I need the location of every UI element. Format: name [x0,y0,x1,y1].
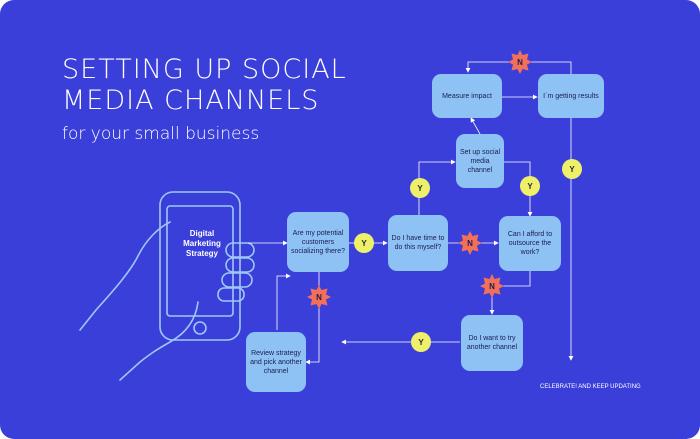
finger-3 [221,272,253,288]
phone-home-button [193,321,207,335]
yes-badge-potential: Y [354,233,374,253]
hand-back [79,221,171,331]
page-title: SETTING UP SOCIAL MEDIA CHANNELS [62,54,347,116]
phone-screen-label: Digital Marketing Strategy [183,229,221,258]
no-burst-shape [508,50,532,74]
no-burst-shape [307,285,331,309]
yes-badge-setup: Y [520,176,540,196]
page-subtitle: for your small business [62,124,260,144]
node-setup-channel: Set up social media channel [456,134,504,188]
no-badge-afford: N [480,274,504,298]
celebrate-label: CELEBRATE! AND KEEP UPDATING [540,384,641,390]
hand-palm [119,301,199,381]
node-another-channel: Do I want to try another channel [461,315,523,371]
no-burst-shape [480,274,504,298]
finger-2 [225,257,255,273]
hand-holding-phone-icon [79,191,255,381]
no-badge-results: N [508,50,532,74]
yes-badge-results: Y [562,159,582,179]
no-badge-time: N [458,231,482,255]
no-badge-potential: N [307,285,331,309]
no-burst-shape [458,231,482,255]
yes-badge-time: Y [410,178,430,198]
phone-screen [166,205,234,317]
node-time-myself: Do I have time to do this myself? [388,215,448,271]
yes-badge-another: Y [411,332,431,352]
phone-outline [159,191,241,341]
node-review-strategy: Review strategy and pick another channel [246,332,306,392]
finger-4 [217,287,245,302]
node-measure-impact: Measure impact [432,74,502,118]
node-getting-results: I´m getting results [538,74,604,118]
node-potential-customers: Are my potential customers socializing t… [287,212,349,272]
finger-1 [225,242,255,258]
node-afford-outsource: Can I afford to outsource the work? [499,216,561,271]
